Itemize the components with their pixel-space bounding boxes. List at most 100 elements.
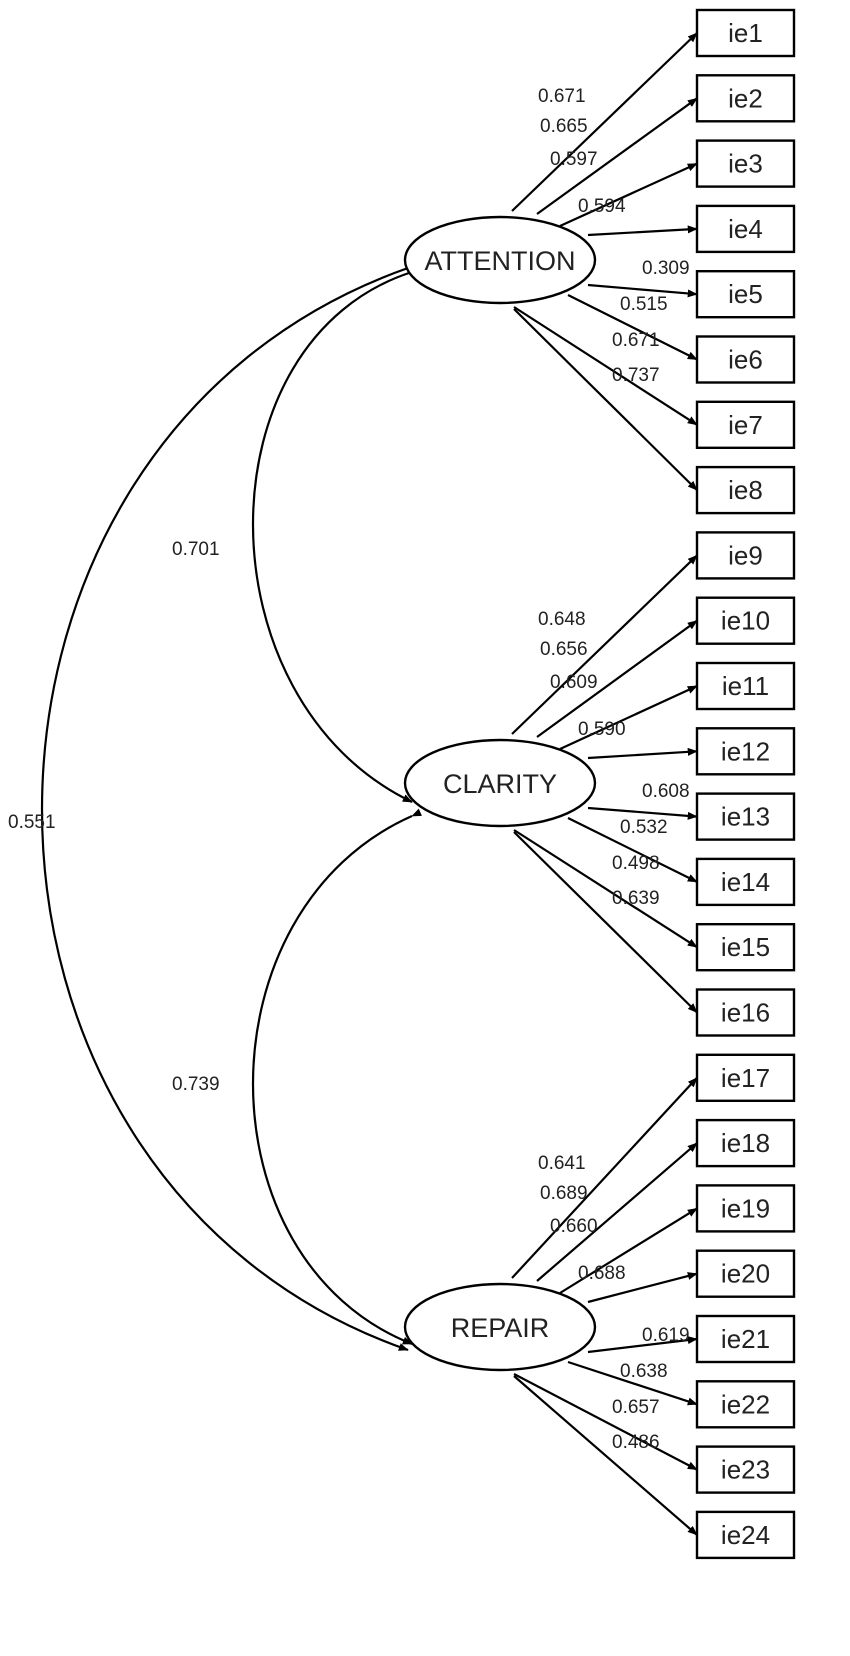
loading-arrow-ie7 [513,306,698,426]
loading-arrow-ie9 [511,554,698,735]
loading-arrow-ie1 [511,32,698,212]
loading-label-ie12: 0.590 [578,719,626,740]
indicator-label-ie3: ie3 [728,149,763,179]
indicator-box-ie19 [695,1184,796,1233]
indicator-box-ie10 [695,596,796,645]
correlation-label-attention-repair: 0.551 [8,812,56,833]
indicator-label-ie10: ie10 [721,606,770,636]
indicator-label-ie6: ie6 [728,345,763,375]
factor-label-clarity: CLARITY [443,769,557,799]
loading-label-ie19: 0.660 [550,1216,598,1237]
loading-arrow-ie6 [567,294,698,361]
indicator-box-ie4 [695,204,796,254]
loading-arrow-ie20 [587,1272,698,1304]
loading-arrow-ie24 [513,1375,698,1536]
indicator-box-ie23 [695,1445,796,1494]
correlation-arc-attention-clarity [252,265,422,803]
loading-label-ie10: 0.656 [540,639,588,660]
loading-arrow-ie23 [513,1373,698,1471]
loading-arrow-ie21 [587,1336,698,1354]
indicator-label-ie14: ie14 [721,867,770,897]
loading-arrow-ie12 [587,747,698,760]
loading-label-ie18: 0.689 [540,1183,588,1204]
indicator-label-ie8: ie8 [728,475,763,505]
indicator-box-ie2 [695,74,796,123]
loading-label-ie5: 0.309 [642,258,690,279]
correlation-arc-clarity-repair [252,808,423,1346]
factor-label-attention: ATTENTION [425,246,576,276]
indicator-box-ie21 [695,1314,796,1364]
loading-arrow-ie10 [536,619,698,738]
loading-label-ie14: 0.532 [620,817,668,838]
indicator-label-ie7: ie7 [728,410,763,440]
indicator-box-ie14 [695,857,796,907]
correlation-labels: 0.701 0.739 0.551 [8,539,220,1095]
loading-label-ie7: 0.671 [612,330,660,351]
loading-label-ie1: 0.671 [538,86,586,107]
loading-arrow-ie5 [587,283,698,298]
loading-label-ie22: 0.638 [620,1361,668,1382]
indicator-label-ie16: ie16 [721,998,770,1028]
indicator-label-ie22: ie22 [721,1389,770,1419]
indicator-label-ie18: ie18 [721,1128,770,1158]
correlation-label-clarity-repair: 0.739 [172,1074,220,1095]
factor-node-attention [403,215,597,305]
loading-label-ie24: 0.486 [612,1432,660,1453]
loading-arrows [511,32,698,1536]
indicator-box-ie8 [695,465,796,515]
loading-arrow-ie11 [559,685,698,750]
correlation-label-attention-clarity: 0.701 [172,539,220,560]
loading-label-ie21: 0.619 [642,1325,690,1346]
indicator-box-ie3 [695,139,796,188]
indicator-label-ie9: ie9 [728,540,763,570]
loading-arrow-ie17 [511,1077,698,1279]
indicator-label-ie4: ie4 [728,214,763,244]
indicator-label-ie17: ie17 [721,1063,770,1093]
loading-label-ie17: 0.641 [538,1153,586,1174]
indicator-box-ie20 [695,1249,796,1298]
factor-node-clarity [403,738,597,828]
correlation-arcs [41,261,423,1352]
indicator-box-ie6 [695,335,796,384]
indicator-box-ie16 [695,988,796,1037]
indicator-boxes: ie1ie2ie3ie4ie5ie6ie7ie8ie9ie10ie11ie12i… [695,8,796,1560]
indicator-label-ie11: ie11 [722,671,769,701]
loading-arrow-ie8 [513,308,698,491]
indicator-box-ie7 [695,400,796,449]
loading-label-ie3: 0.597 [550,149,598,170]
loading-label-ie20: 0.688 [578,1263,626,1284]
loading-label-ie2: 0.665 [540,116,588,137]
loading-label-ie8: 0.737 [612,365,660,386]
indicator-label-ie20: ie20 [721,1259,770,1289]
indicator-label-ie19: ie19 [721,1193,770,1223]
indicator-label-ie21: ie21 [721,1324,770,1354]
loading-arrow-ie3 [559,162,698,228]
indicator-label-ie2: ie2 [728,83,763,113]
loading-label-ie13: 0.608 [642,781,690,802]
loading-label-ie11: 0.609 [550,672,598,693]
loading-labels: 0.671 0.665 0.597 0.594 0.309 0.515 0.671 0.737… [538,86,690,1453]
loading-label-ie15: 0.498 [612,853,660,874]
indicator-label-ie15: ie15 [721,932,770,962]
loading-label-ie4: 0.594 [578,196,626,217]
indicator-box-ie13 [695,792,796,841]
factor-node-repair [403,1282,597,1372]
indicator-box-ie18 [695,1118,796,1168]
loading-label-ie9: 0.648 [538,609,586,630]
indicator-label-ie5: ie5 [728,279,763,309]
indicator-box-ie1 [695,8,796,58]
indicator-box-ie11 [695,661,796,711]
loading-label-ie6: 0.515 [620,294,668,315]
loading-arrow-ie2 [536,97,698,215]
indicator-label-ie1: ie1 [728,18,763,48]
indicator-label-ie24: ie24 [721,1520,770,1550]
indicator-box-ie15 [695,923,796,972]
indicator-box-ie9 [695,531,796,580]
correlation-arc-attention-repair [41,261,419,1352]
indicator-box-ie22 [695,1380,796,1429]
loading-arrow-ie14 [567,817,698,883]
indicator-box-ie17 [695,1053,796,1103]
indicator-box-ie24 [695,1510,796,1560]
